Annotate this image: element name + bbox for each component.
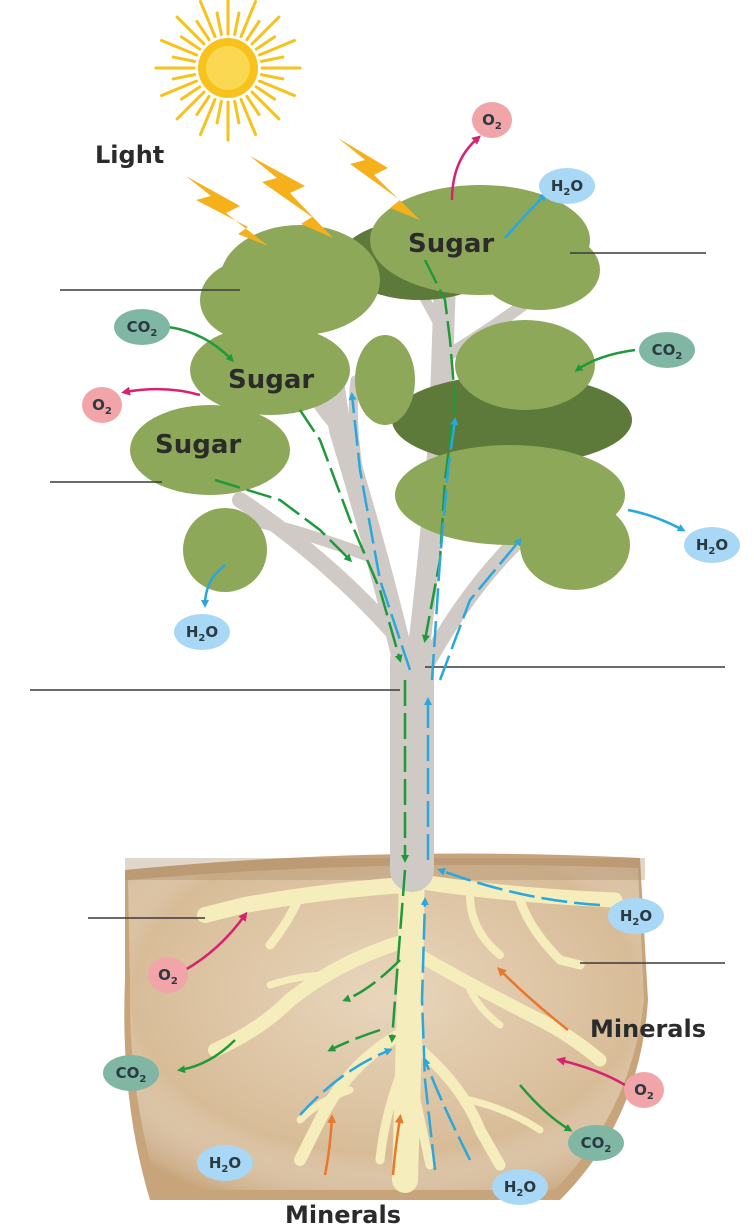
h2o-bubble: H2O — [197, 1145, 253, 1181]
o2-bubble: O2 — [624, 1072, 664, 1108]
co2-bubble: CO2 — [114, 309, 170, 345]
sun-ray — [217, 13, 221, 35]
sugar-label-left-upper: Sugar — [228, 365, 314, 395]
sun-ray — [235, 101, 239, 123]
h2o-bubble: H2O — [608, 898, 664, 934]
sun-ray — [252, 17, 279, 44]
o2-bubble: O2 — [472, 102, 512, 138]
co2-bubble: CO2 — [639, 332, 695, 368]
sun-ray — [235, 13, 239, 35]
h2o-bubble: H2O — [684, 527, 740, 563]
sun-ray — [217, 101, 221, 123]
sun-icon — [156, 0, 300, 140]
co2-bubble: CO2 — [103, 1055, 159, 1091]
sugar-label-left-lower: Sugar — [155, 430, 241, 460]
h2o-bubble: H2O — [492, 1169, 548, 1205]
co2-bubble: CO2 — [568, 1125, 624, 1161]
o2-bubble: O2 — [148, 957, 188, 993]
sun-ray — [173, 57, 195, 61]
sun-ray — [177, 92, 204, 119]
sun-ray — [261, 57, 283, 61]
sun-ray — [261, 75, 283, 79]
minerals-label-bottom: Minerals — [285, 1201, 401, 1229]
h2o-bubble: H2O — [174, 614, 230, 650]
minerals-label-right: Minerals — [590, 1015, 706, 1043]
sun-ray — [173, 75, 195, 79]
h2o-bubble: H2O — [539, 168, 595, 204]
light-label: Light — [95, 141, 164, 169]
sun-ray — [177, 17, 204, 44]
o2-bubble: O2 — [82, 387, 122, 423]
sun-ray — [252, 92, 279, 119]
sugar-label-top: Sugar — [408, 229, 494, 259]
